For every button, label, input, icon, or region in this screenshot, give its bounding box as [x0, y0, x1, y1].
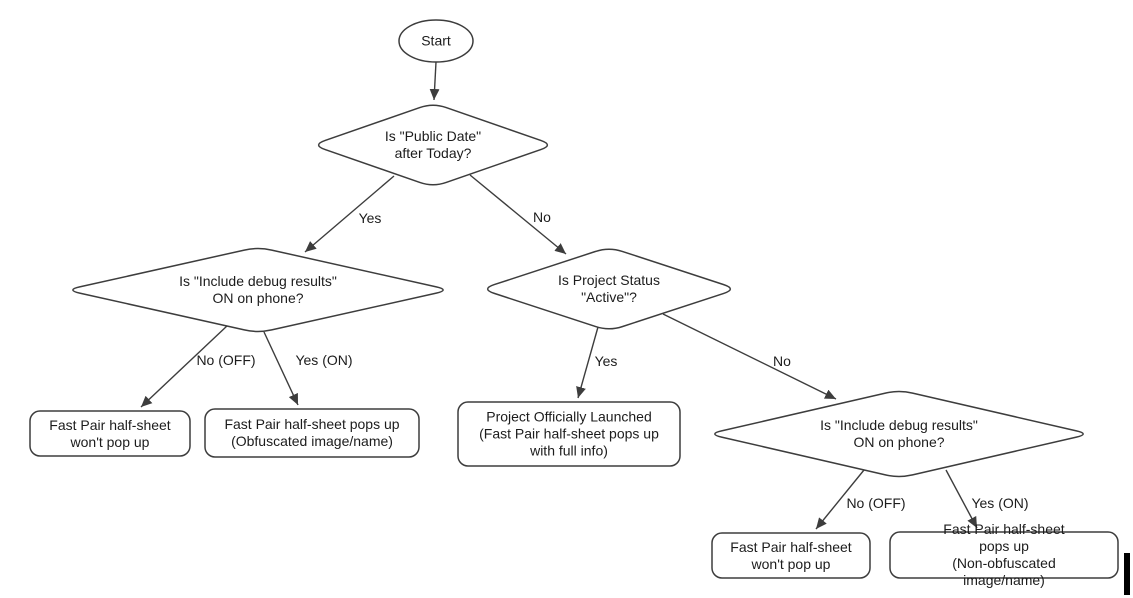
- edge-debug-right-no-off: [815, 469, 865, 530]
- edge-debug-left-no-off: [140, 324, 229, 408]
- node-shape-result-non-obfuscated: [889, 531, 1119, 579]
- node-shape-result-obfuscated: [204, 408, 420, 458]
- node-shape-decision-project-status: [486, 248, 732, 330]
- node-shape-result-wont-popup-left: [29, 410, 191, 457]
- edge-debug-right-yes-on: [945, 469, 978, 529]
- node-shape-result-launched: [457, 401, 681, 467]
- edge-debug-left-yes-on: [263, 331, 299, 406]
- shapes-group: [29, 19, 1119, 579]
- node-shape-decision-debug-left: [72, 247, 444, 333]
- node-shape-decision-public-date: [317, 104, 549, 186]
- text-cursor-bar: [1124, 553, 1130, 595]
- node-shape-start: [398, 19, 474, 63]
- edge-project-status-yes: [576, 326, 599, 399]
- edge-public-date-yes: [304, 175, 395, 253]
- edge-public-date-no: [469, 174, 567, 255]
- edge-project-status-no: [662, 313, 837, 400]
- node-shape-decision-debug-right: [714, 390, 1084, 478]
- node-shape-result-wont-popup-right: [711, 532, 871, 579]
- edge-start-to-public-date: [429, 61, 440, 101]
- edges-group: [140, 61, 978, 530]
